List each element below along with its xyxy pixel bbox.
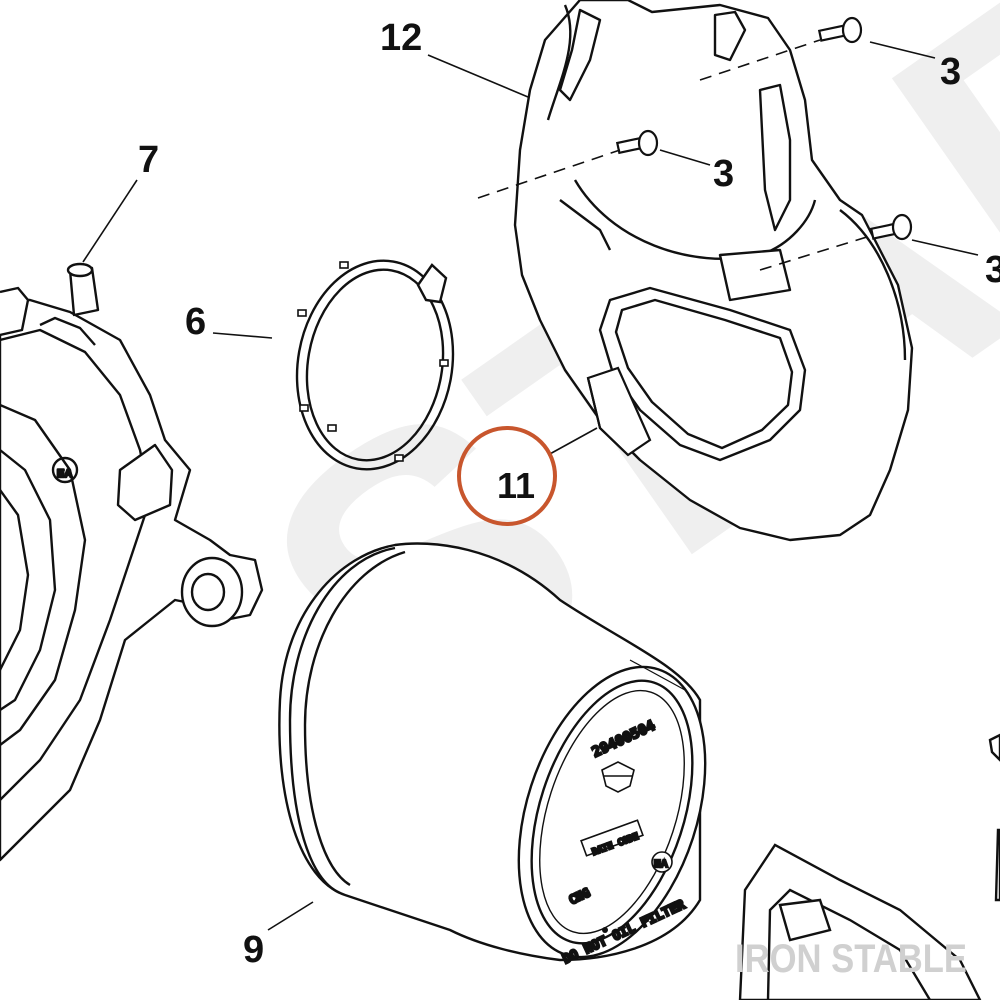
air-filter-part: 29400504 DATE CODE EA CNG DO NOT OIL FIL… <box>278 542 707 969</box>
callout-9: 9 <box>243 929 264 971</box>
shield-logo-icon <box>601 761 635 793</box>
screw-middle <box>615 129 659 157</box>
throttle-body-part: EA <box>0 262 264 862</box>
callout-3-right: 3 <box>985 249 1000 291</box>
alignment-lines <box>477 39 871 271</box>
svg-text:EA: EA <box>57 468 72 480</box>
gasket-ring-part <box>295 259 455 471</box>
cover-part-partial <box>738 733 1000 1000</box>
svg-text:EA: EA <box>654 859 668 870</box>
leader-lines <box>82 41 979 931</box>
callout-labels: 12 3 3 3 7 6 11 9 <box>138 17 1000 971</box>
callout-3-middle: 3 <box>713 153 734 195</box>
callout-11: 11 <box>497 465 535 506</box>
callout-6: 6 <box>185 301 206 343</box>
callout-3-top: 3 <box>940 51 961 93</box>
callout-12: 12 <box>380 17 422 59</box>
watermark-logo: IRON STABLE <box>735 937 967 981</box>
callout-7: 7 <box>138 139 159 181</box>
ea-badge-icon: EA <box>651 851 673 873</box>
screw-right <box>869 213 913 241</box>
foam-block-part <box>586 366 652 457</box>
callout-11-highlight <box>457 426 557 526</box>
screw-top <box>817 16 863 44</box>
screw-parts <box>615 16 913 241</box>
